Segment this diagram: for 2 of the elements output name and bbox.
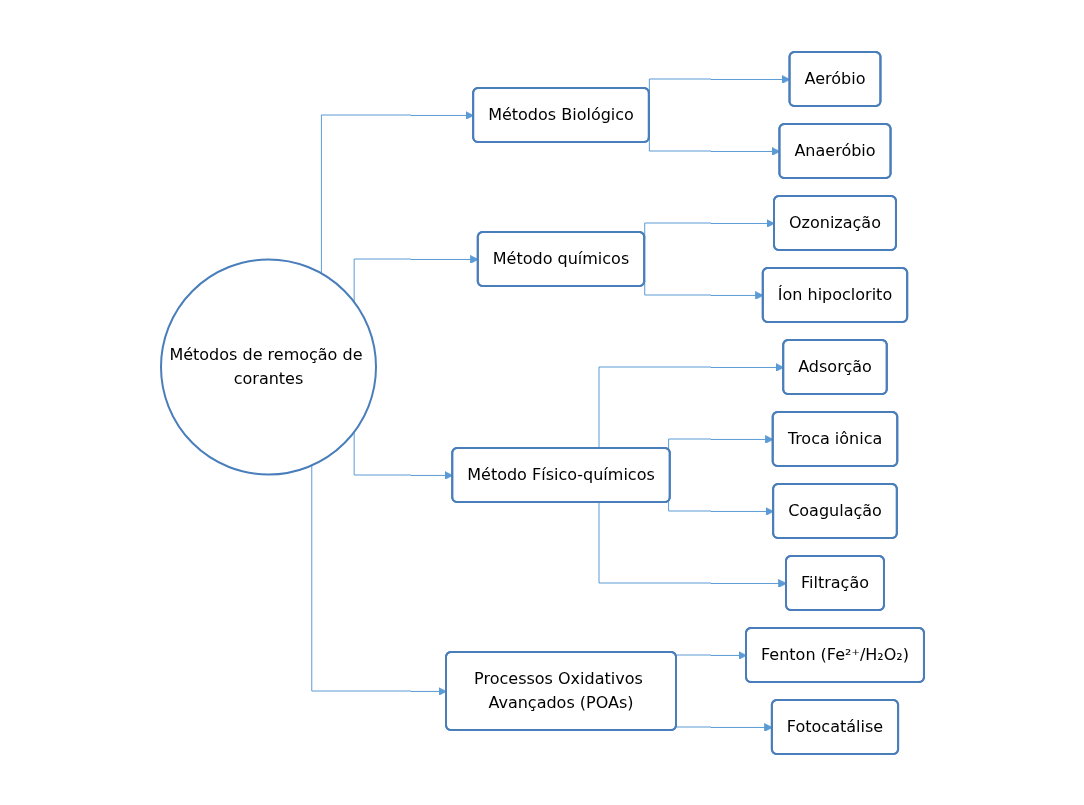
node-circle: Métodos de remoção de corantes (159, 258, 377, 475)
node-text: Processos Oxidativos Avançados (POAs) (473, 668, 643, 712)
